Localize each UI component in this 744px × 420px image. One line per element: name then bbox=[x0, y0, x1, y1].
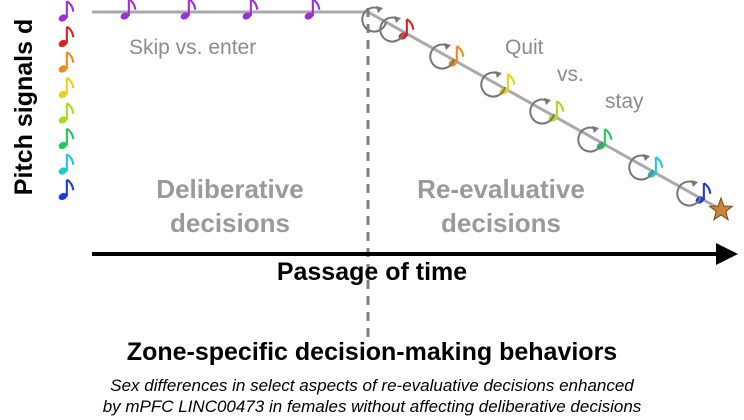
pitch-scale-note-icon bbox=[58, 51, 75, 73]
loop-arrow-icon bbox=[628, 154, 654, 181]
skip-vs-enter-label: Skip vs. enter bbox=[129, 36, 257, 59]
loop-arrow-icon bbox=[361, 6, 387, 33]
star-icon bbox=[708, 196, 734, 221]
stay-label: stay bbox=[605, 90, 644, 113]
y-axis-label: Pitch signals d bbox=[10, 18, 38, 196]
deliberative-note-icon bbox=[242, 0, 259, 20]
reevaluative-line1: Re-evaluative bbox=[417, 174, 585, 204]
reevaluative-line2: decisions bbox=[441, 208, 561, 238]
pitch-scale-note-icon bbox=[58, 76, 75, 99]
time-axis-label: Passage of time bbox=[276, 258, 468, 286]
deliberative-line1: Deliberative bbox=[156, 174, 304, 204]
time-axis-arrowhead bbox=[716, 243, 738, 265]
pitch-scale-note-icon bbox=[58, 178, 75, 201]
vs-label: vs. bbox=[557, 63, 584, 86]
reevaluative-zone-title: Re-evaluative decisions bbox=[376, 172, 626, 240]
pitch-scale-note-icon bbox=[58, 127, 75, 150]
caption-line2: by mPFC LINC00473 in females without aff… bbox=[102, 397, 642, 416]
pitch-scale-note-icon bbox=[58, 25, 75, 48]
pitch-scale-note-icon bbox=[58, 153, 75, 175]
deliberative-zone-title: Deliberative decisions bbox=[110, 172, 350, 240]
loop-arrow-icon bbox=[429, 43, 455, 70]
loop-arrow-icon bbox=[480, 71, 506, 98]
pitch-scale-note-icon bbox=[58, 0, 75, 22]
pitch-scale-note-icon bbox=[58, 102, 75, 124]
loop-arrow-icon bbox=[529, 98, 555, 125]
deliberative-note-icon bbox=[180, 0, 197, 20]
quit-label: Quit bbox=[505, 36, 544, 59]
figure-caption: Sex differences in select aspects of re-… bbox=[0, 375, 744, 417]
reevaluative-track bbox=[367, 10, 719, 210]
deliberative-line2: decisions bbox=[170, 208, 290, 238]
loop-arrow-icon bbox=[577, 126, 603, 153]
loop-arrow-icon bbox=[379, 16, 405, 43]
deliberative-note-icon bbox=[304, 0, 321, 20]
loop-arrow-icon bbox=[676, 180, 702, 207]
figure-title: Zone-specific decision-making behaviors bbox=[126, 338, 618, 366]
deliberative-note-icon bbox=[120, 0, 137, 20]
caption-line1: Sex differences in select aspects of re-… bbox=[110, 376, 634, 395]
